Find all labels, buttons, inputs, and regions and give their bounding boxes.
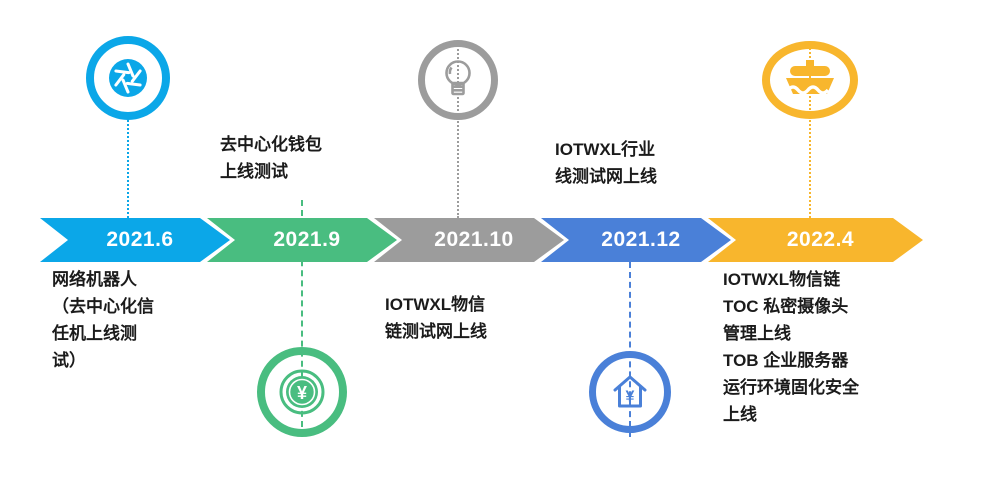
milestone-date: 2021.10 bbox=[434, 228, 514, 251]
milestone-description: 网络机器人 （去中心化信 任机上线测 试） bbox=[52, 270, 154, 370]
milestone-description: 去中心化钱包 上线测试 bbox=[220, 135, 322, 181]
svg-text:¥: ¥ bbox=[297, 383, 307, 403]
milestone-date: 2022.4 bbox=[786, 228, 855, 251]
house-yuan-icon: ¥ bbox=[613, 375, 647, 408]
ship-icon bbox=[786, 60, 834, 95]
timeline-arrow: 2021.12 bbox=[541, 218, 731, 262]
milestone-icon-badge: ¥ bbox=[257, 347, 347, 437]
milestone-icon-badge bbox=[762, 41, 858, 119]
timeline-arrow: 2021.6 bbox=[40, 218, 230, 262]
milestone-description: IOTWXL物信 链测试网上线 bbox=[385, 295, 487, 341]
timeline-arrow: 2021.10 bbox=[374, 218, 564, 262]
milestone-description: IOTWXL物信链 TOC 私密摄像头 管理上线 TOB 企业服务器 运行环境固… bbox=[723, 270, 859, 424]
milestone-icon-badge bbox=[418, 40, 498, 120]
lightbulb-icon bbox=[445, 60, 471, 96]
timeline-arrow: 2022.4 bbox=[708, 218, 923, 262]
connector-line bbox=[301, 200, 303, 437]
milestone-description: IOTWXL行业 线测试网上线 bbox=[555, 140, 657, 186]
milestone-date: 2021.12 bbox=[601, 228, 681, 251]
yuan-coin-icon: ¥ bbox=[279, 369, 325, 415]
connector-line bbox=[629, 262, 631, 437]
connector-line bbox=[809, 44, 811, 218]
timeline-arrow: 2021.9 bbox=[207, 218, 397, 262]
connector-line bbox=[457, 42, 459, 218]
camera-aperture-icon bbox=[109, 59, 147, 97]
connector-line bbox=[127, 120, 129, 218]
milestone-icon-badge: ¥ bbox=[589, 351, 671, 433]
milestone-date: 2021.9 bbox=[273, 228, 341, 251]
milestone-date: 2021.6 bbox=[106, 228, 174, 251]
milestone-icon-badge bbox=[86, 36, 170, 120]
svg-text:¥: ¥ bbox=[626, 389, 635, 406]
